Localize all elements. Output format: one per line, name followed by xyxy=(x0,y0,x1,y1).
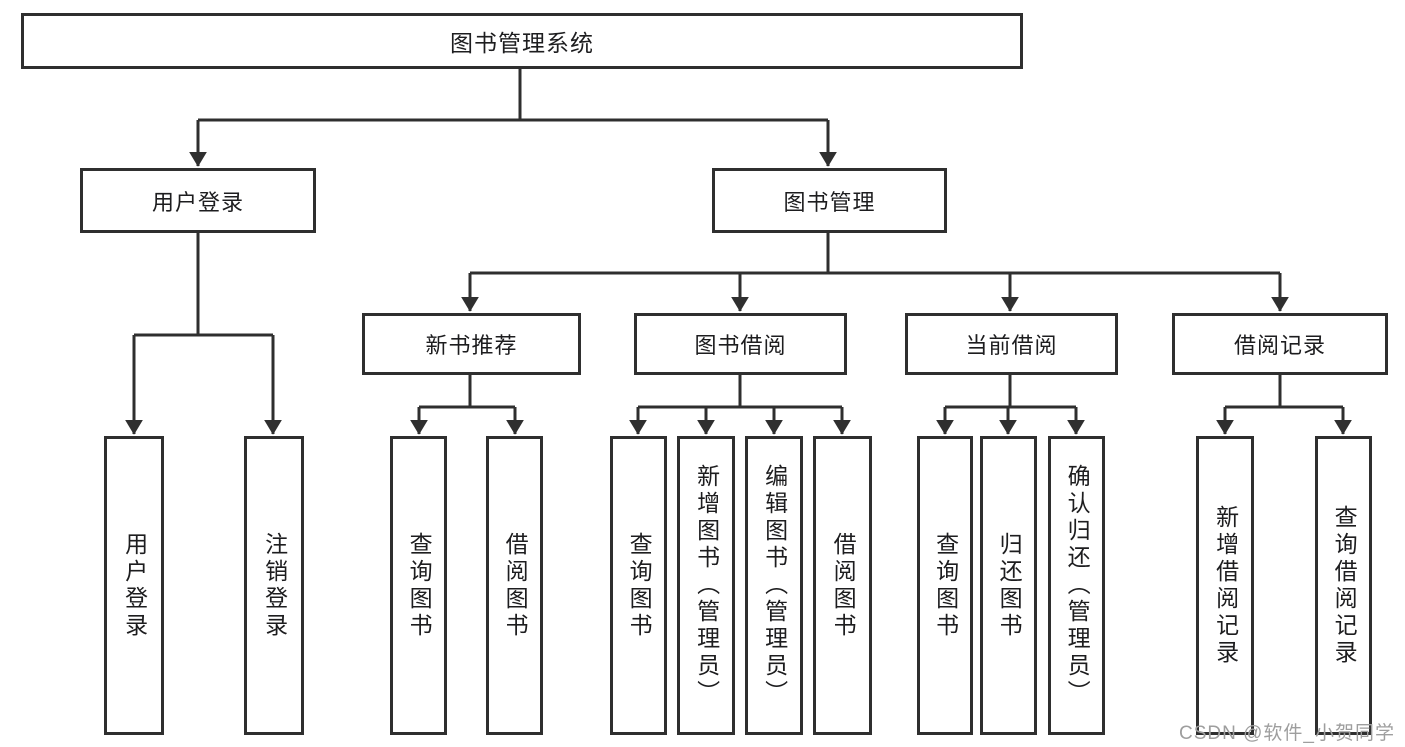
node-book-management: 图书管理 xyxy=(712,168,947,233)
node-label: 新增图书（管理员） xyxy=(693,464,720,707)
edges-new-book-to-leaves xyxy=(410,375,524,435)
node-label: 借阅图书 xyxy=(502,531,529,640)
leaf-edit-books-admin: 编辑图书（管理员） xyxy=(745,436,803,735)
node-label: 图书管理 xyxy=(783,189,876,215)
node-borrowing-records: 借阅记录 xyxy=(1172,313,1388,375)
node-label: 新增借阅记录 xyxy=(1212,504,1239,667)
node-label: 查询借阅记录 xyxy=(1331,504,1358,667)
node-current-borrowing: 当前借阅 xyxy=(905,313,1118,375)
edges-book-borrow-to-leaves xyxy=(629,375,851,435)
edges-current-borrow-to-leaves xyxy=(936,375,1085,435)
node-label: 归还图书 xyxy=(996,531,1023,640)
node-label: 查询图书 xyxy=(406,531,433,640)
leaf-add-borrow-record: 新增借阅记录 xyxy=(1196,436,1254,735)
leaf-borrow-books-recommend: 借阅图书 xyxy=(486,436,543,735)
node-label: 当前借阅 xyxy=(965,333,1058,358)
watermark-text: CSDN @软件_小贺同学 xyxy=(1179,723,1395,744)
node-label: 查询图书 xyxy=(932,531,959,640)
node-label: 用户登录 xyxy=(151,189,244,215)
leaf-confirm-return-admin: 确认归还（管理员） xyxy=(1048,436,1105,735)
leaf-return-books: 归还图书 xyxy=(980,436,1037,735)
edges-book-mgmt-to-level3 xyxy=(461,233,1289,312)
node-label: 查询图书 xyxy=(626,531,653,640)
leaf-query-borrow-record: 查询借阅记录 xyxy=(1315,436,1372,735)
leaf-logout: 注销登录 xyxy=(244,436,304,735)
node-label: 编辑图书（管理员） xyxy=(761,464,788,707)
edges-root-to-level2 xyxy=(189,67,837,167)
node-label: 图书管理系统 xyxy=(450,30,594,56)
node-book-borrowing: 图书借阅 xyxy=(634,313,847,375)
node-label: 用户登录 xyxy=(121,531,148,640)
edges-borrow-records-to-leaves xyxy=(1216,375,1352,435)
node-new-book-recommend: 新书推荐 xyxy=(362,313,581,375)
node-label: 新书推荐 xyxy=(425,333,518,358)
node-label: 借阅图书 xyxy=(830,531,857,640)
node-label: 借阅记录 xyxy=(1233,333,1326,358)
leaf-borrow-books: 借阅图书 xyxy=(813,436,872,735)
leaf-user-login: 用户登录 xyxy=(104,436,164,735)
node-label: 图书借阅 xyxy=(694,333,787,358)
leaf-add-books-admin: 新增图书（管理员） xyxy=(677,436,735,735)
node-user-login: 用户登录 xyxy=(80,168,316,233)
leaf-query-books-recommend: 查询图书 xyxy=(390,436,447,735)
node-label: 注销登录 xyxy=(261,531,288,640)
node-root-library-system: 图书管理系统 xyxy=(21,13,1023,69)
node-label: 确认归还（管理员） xyxy=(1064,464,1091,707)
leaf-query-books-current: 查询图书 xyxy=(917,436,973,735)
edges-user-login-to-leaves xyxy=(125,233,282,435)
leaf-query-books-borrowing: 查询图书 xyxy=(610,436,667,735)
